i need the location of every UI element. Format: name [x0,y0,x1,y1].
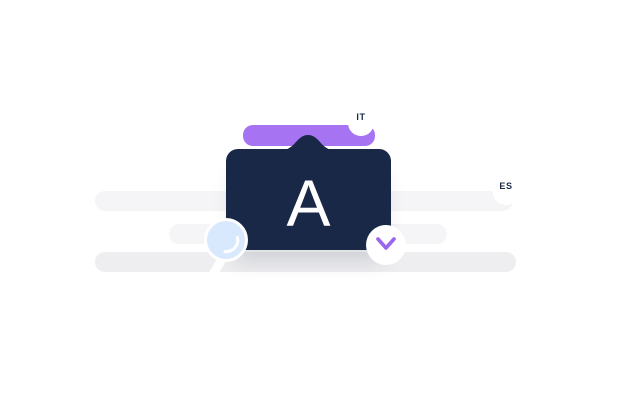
chevron-down-icon [376,236,396,250]
language-badge-es: ES [493,179,519,205]
letter-card: A [226,149,391,250]
skeleton-text-line [95,252,516,272]
magnifier-shine [223,236,240,254]
letter-card-letter: A [286,165,331,240]
language-badge-es-label: ES [499,181,513,191]
magnifier-glass [204,218,248,262]
magnifier-icon [204,218,254,288]
speech-bubble-pointer [283,135,333,150]
language-dropdown-button[interactable] [366,225,406,265]
language-badge-it: IT [348,110,374,136]
language-badge-it-label: IT [356,112,366,122]
